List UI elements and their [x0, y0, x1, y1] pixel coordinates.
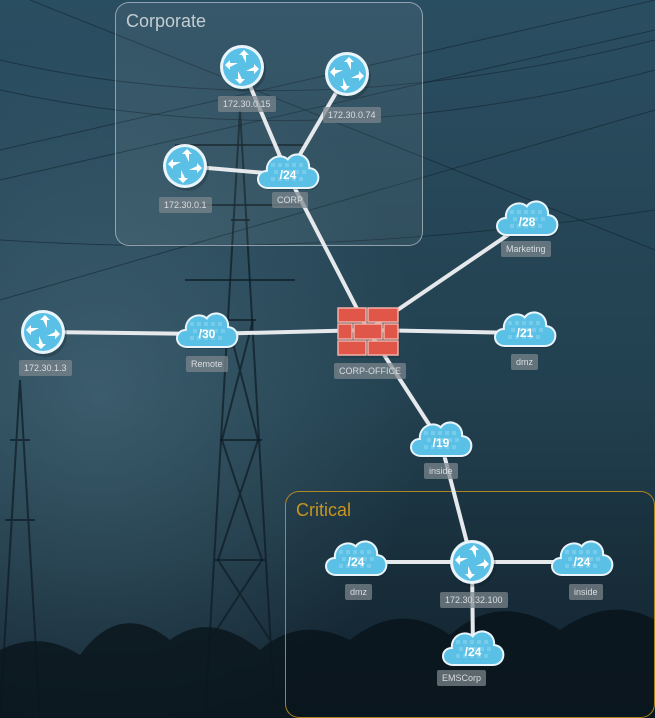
router-label: 172.30.0.74: [323, 107, 381, 123]
router-node-r-172-30-0-1[interactable]: [163, 144, 209, 191]
cloud-grid-icon: [190, 322, 225, 340]
cloud-grid-icon: [565, 550, 600, 568]
router-node-r-172-30-0-74[interactable]: [325, 52, 371, 99]
group-critical-title: Critical: [296, 500, 352, 520]
router-arrows-icon: [168, 149, 202, 183]
subnet-mask-text: /21: [517, 326, 534, 340]
router-node-r-172-30-1-3[interactable]: [21, 310, 67, 357]
cloud-grid-icon: [271, 163, 306, 181]
firewall-node-fw-corp-office[interactable]: [337, 307, 400, 358]
subnet-mask-text: /24: [574, 555, 591, 569]
router-arrows-icon: [330, 57, 364, 91]
router-label: 172.30.32.100: [440, 592, 508, 608]
cloud-label: dmz: [345, 584, 373, 600]
router-arrows-icon: [225, 50, 259, 84]
cloud-label: EMSCorp: [437, 670, 487, 686]
router-label: 172.30.1.3: [19, 360, 72, 376]
cloud-grid-icon: [508, 321, 543, 339]
subnet-mask-text: /24: [280, 168, 297, 182]
subnet-mask-text: /30: [199, 327, 216, 341]
cloud-label: dmz: [511, 354, 539, 370]
cloud-label: Marketing: [501, 241, 551, 257]
cloud-grid-icon: [339, 550, 374, 568]
router-node-r-172-30-32-100[interactable]: [450, 540, 496, 587]
subnet-mask-text: /19: [433, 436, 450, 450]
router-arrows-icon: [26, 315, 60, 349]
cloud-label: inside: [424, 463, 458, 479]
router-node-r-172-30-0-15[interactable]: [220, 45, 266, 92]
cloud-grid-icon: [456, 640, 491, 658]
cloud-node-c-corp[interactable]: /24: [257, 153, 320, 190]
cloud-grid-icon: [424, 431, 459, 449]
cloud-node-c-dmz-crit[interactable]: /24: [325, 540, 388, 577]
cloud-node-c-inside-crit[interactable]: /24: [551, 540, 614, 577]
router-arrows-icon: [455, 545, 489, 579]
cloud-node-c-remote[interactable]: /30: [176, 312, 239, 349]
router-label: 172.30.0.15: [218, 96, 276, 112]
group-corporate[interactable]: Corporate: [115, 2, 423, 246]
firewall-label: CORP-OFFICE: [334, 363, 406, 379]
subnet-mask-text: /24: [348, 555, 365, 569]
cloud-label: CORP: [272, 192, 309, 208]
cloud-node-c-marketing[interactable]: /28: [496, 200, 559, 237]
cloud-node-c-inside-top[interactable]: /19: [410, 421, 473, 458]
router-label: 172.30.0.1: [159, 197, 212, 213]
cloud-node-c-emscorp[interactable]: /24: [442, 630, 505, 667]
cloud-grid-icon: [510, 210, 545, 228]
subnet-mask-text: /24: [465, 645, 482, 659]
group-corporate-title: Corporate: [126, 11, 207, 31]
cloud-node-c-dmz-top[interactable]: /21: [494, 311, 557, 348]
subnet-mask-text: /28: [519, 215, 536, 229]
cloud-label: inside: [569, 584, 603, 600]
cloud-label: Remote: [186, 356, 228, 372]
